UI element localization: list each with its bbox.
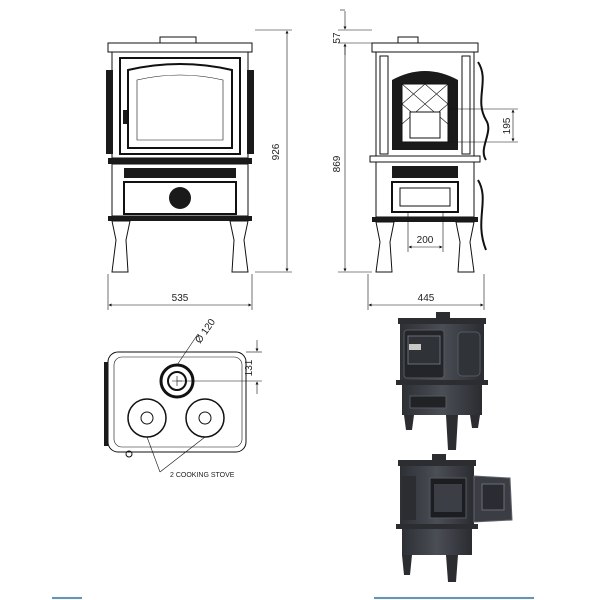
flue-leader-line xyxy=(176,333,199,366)
photo1-top xyxy=(398,318,486,324)
side-flue-collar xyxy=(397,36,419,44)
side-upper-band xyxy=(392,166,458,178)
photo1-drawer xyxy=(409,395,447,409)
side-window-label: 195 xyxy=(502,117,513,134)
side-middle-ledge xyxy=(369,155,481,163)
front-door-latch xyxy=(123,110,127,124)
side-drawer xyxy=(391,181,459,213)
photo2-top xyxy=(398,460,476,466)
cooking-stove-note: 2 COOKING STOVE xyxy=(170,472,235,479)
photo1-legs xyxy=(404,415,480,450)
cooking-plate-left xyxy=(127,398,167,438)
photo2-legs xyxy=(402,555,458,582)
photo1-side-door xyxy=(457,331,481,377)
front-left-leg xyxy=(111,220,131,273)
side-depth-label: 445 xyxy=(418,293,435,304)
top-view: Ø 120 131 2 COOKING STOVE xyxy=(104,317,262,479)
photo2-flue xyxy=(432,454,446,461)
front-right-leg xyxy=(229,220,249,273)
front-base xyxy=(108,216,252,221)
top-knob xyxy=(125,450,133,458)
front-right-handle xyxy=(247,70,254,154)
side-top-label: 57 xyxy=(332,32,343,44)
front-door xyxy=(119,57,241,155)
front-flue-collar xyxy=(159,36,197,44)
photo2-door-window xyxy=(481,483,505,511)
photo1-flue xyxy=(436,312,450,319)
flue-offset-label: 131 xyxy=(244,359,255,376)
front-ash-drawer xyxy=(123,181,237,215)
side-window-glass xyxy=(409,111,441,139)
side-drawer-inner xyxy=(399,187,451,207)
side-door-handle xyxy=(477,61,490,161)
front-middle-ledge xyxy=(108,158,252,164)
side-right-panel xyxy=(461,55,471,155)
photo2-firebox-inner xyxy=(434,484,462,512)
photo2-side-panel xyxy=(402,476,416,520)
photo2-lower xyxy=(402,529,472,555)
side-view: 57 869 195 200 445 xyxy=(332,9,518,310)
note-leader-right xyxy=(159,436,206,473)
photo-closed-door xyxy=(396,312,488,450)
front-top-plate xyxy=(107,42,253,53)
flue-diameter-label: Ø 120 xyxy=(193,317,218,346)
cooking-plate-right xyxy=(185,398,225,438)
front-upper-band xyxy=(124,168,236,178)
front-left-handle xyxy=(106,70,113,154)
front-air-control xyxy=(169,187,191,209)
front-height-label: 926 xyxy=(271,143,282,160)
side-left-panel xyxy=(379,55,389,155)
front-glass xyxy=(136,74,224,141)
note-leader-left xyxy=(146,436,161,473)
cooking-plate-left-center xyxy=(140,411,154,425)
side-left-leg xyxy=(375,221,395,273)
photo-open-door xyxy=(396,454,513,582)
side-lower-handle xyxy=(477,179,487,251)
front-door-frame xyxy=(127,63,233,149)
top-plate-inner xyxy=(113,356,243,448)
side-height-label: 869 xyxy=(332,155,343,172)
side-base xyxy=(372,217,478,222)
side-top-plate xyxy=(371,42,479,53)
cooking-plate-right-center xyxy=(198,411,212,425)
front-body xyxy=(111,51,249,159)
photo1-ledge xyxy=(396,380,488,385)
front-width-label: 535 xyxy=(172,293,189,304)
side-right-leg xyxy=(455,221,475,273)
photo1-label xyxy=(409,344,421,350)
side-drawer-label: 200 xyxy=(417,235,434,246)
top-plate-outline xyxy=(107,351,247,453)
top-left-handle xyxy=(104,362,108,446)
photo2-ledge xyxy=(396,524,478,529)
front-view: 926 535 xyxy=(106,29,292,310)
